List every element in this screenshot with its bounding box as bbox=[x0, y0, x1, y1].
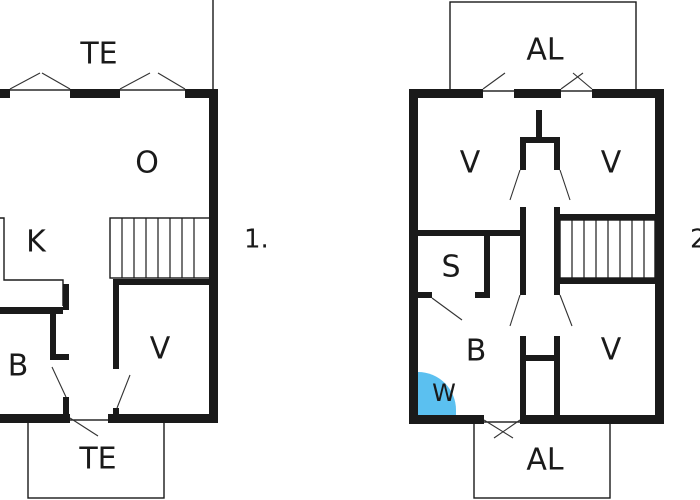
wall bbox=[520, 336, 526, 420]
stair-steps bbox=[571, 220, 645, 278]
wall bbox=[655, 89, 664, 424]
wall bbox=[113, 279, 217, 285]
wall bbox=[70, 89, 120, 98]
room-label-bedroom-bottom-right: V bbox=[601, 333, 622, 368]
wall bbox=[409, 89, 483, 98]
wall bbox=[536, 110, 542, 140]
door-swings bbox=[9, 72, 186, 437]
wall bbox=[409, 89, 418, 424]
terrace-bottom-outline bbox=[27, 419, 165, 499]
wall bbox=[50, 354, 69, 360]
wall bbox=[113, 279, 119, 369]
wall bbox=[554, 336, 560, 420]
room-label-kitchen: K bbox=[26, 225, 47, 260]
wall bbox=[554, 207, 560, 295]
floor-1-plan: TE O K B V TE 1. bbox=[0, 0, 269, 499]
door-swings bbox=[431, 72, 593, 439]
wall bbox=[50, 314, 56, 359]
room-label-living: O bbox=[135, 146, 159, 181]
floor-2-plan: AL V V S B W V AL 2 bbox=[409, 1, 700, 499]
wall bbox=[113, 408, 119, 420]
wall bbox=[520, 137, 560, 143]
wall bbox=[520, 207, 526, 295]
room-label-sauna: S bbox=[441, 250, 460, 285]
wall bbox=[0, 89, 10, 98]
staircase bbox=[109, 217, 211, 279]
wall bbox=[418, 230, 520, 236]
wall bbox=[63, 397, 69, 419]
wall bbox=[108, 414, 218, 423]
wall bbox=[409, 415, 484, 424]
room-label-bedroom-top-right: V bbox=[601, 146, 622, 181]
wall bbox=[418, 292, 432, 298]
wall bbox=[560, 214, 655, 220]
room-label-balcony-top: AL bbox=[526, 33, 564, 68]
floor-label-1: 1. bbox=[244, 225, 269, 255]
wall bbox=[520, 355, 560, 361]
wall bbox=[0, 414, 70, 423]
room-label-balcony-bottom: AL bbox=[526, 443, 564, 478]
wall bbox=[63, 284, 69, 310]
wall bbox=[520, 137, 526, 170]
floor-label-2: 2 bbox=[690, 225, 700, 255]
room-label-bath: B bbox=[466, 334, 487, 369]
wall bbox=[560, 278, 655, 284]
room-label-bedroom: V bbox=[150, 332, 171, 367]
room-label-bedroom-top-left: V bbox=[460, 146, 481, 181]
wall bbox=[596, 415, 664, 424]
wall bbox=[0, 307, 63, 314]
room-label-washer: W bbox=[432, 379, 456, 407]
wall bbox=[484, 236, 490, 298]
wall bbox=[209, 89, 218, 423]
wall bbox=[475, 292, 490, 298]
wall bbox=[514, 89, 561, 98]
wall bbox=[592, 89, 664, 98]
wall bbox=[185, 89, 218, 98]
room-label-terrace-bottom: TE bbox=[78, 442, 116, 477]
wall bbox=[554, 137, 560, 170]
washer-icon bbox=[418, 372, 456, 415]
room-label-terrace-top: TE bbox=[79, 37, 117, 72]
room-label-bath: B bbox=[8, 349, 29, 384]
stair-steps bbox=[121, 218, 195, 278]
